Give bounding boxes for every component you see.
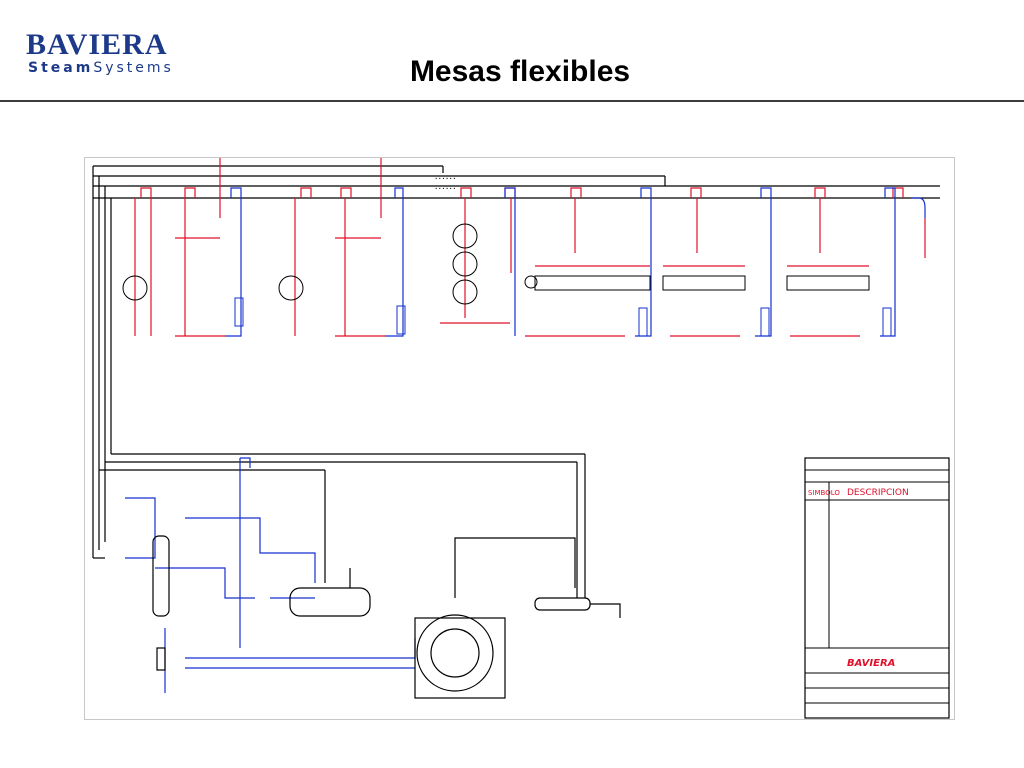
steam-loop-9	[814, 187, 826, 198]
manifold-1	[534, 275, 651, 291]
condensate-pump-line	[155, 567, 255, 599]
condensate-boiler-feed	[185, 638, 416, 659]
trap-symbol-1	[234, 297, 244, 327]
header-tag-2: • • • • • •	[435, 186, 456, 191]
trap-symbol-2	[396, 305, 406, 335]
feed-tank	[156, 647, 166, 671]
page-title: Mesas flexibles	[409, 55, 631, 88]
boiler-furnace	[430, 628, 480, 678]
condensate-loop-1	[225, 187, 242, 337]
steam-loop-5	[460, 187, 472, 198]
baviera-logo: BAVIERA SteamSystems	[26, 30, 186, 78]
tank-symbol-1	[122, 275, 148, 301]
condensate-deaerator-feed	[125, 497, 156, 559]
title-block-symbol-heading: SIMBOLO	[808, 489, 840, 497]
manifold-3	[786, 275, 870, 291]
steam-loop-1	[140, 187, 152, 198]
condensate-lines	[125, 187, 926, 693]
condensate-loop-4	[635, 187, 652, 337]
steam-loop-2	[184, 187, 196, 198]
tank-symbol-2	[278, 275, 304, 301]
title-block: SIMBOLO DESCRIPCION BAVIERA	[804, 457, 950, 719]
steam-risers	[134, 158, 926, 336]
title-block-description-heading: DESCRIPCION	[847, 488, 909, 498]
boiler-drum	[416, 614, 494, 692]
trap-symbol-4	[760, 307, 770, 337]
steam-loop-3	[300, 187, 312, 198]
condensate-loop-6	[880, 187, 896, 337]
logo-tagline-rest: Systems	[93, 60, 174, 76]
title-block-company: BAVIERA	[847, 658, 895, 669]
trap-symbol-5	[882, 307, 892, 337]
vessel-symbol-3	[452, 279, 478, 305]
condensate-tank	[289, 587, 371, 617]
steam-distributor	[534, 597, 591, 611]
distributor-outlet	[590, 603, 621, 618]
steam-system-schematic: • • • • • • • • • • • •	[84, 157, 955, 720]
steam-loop-7	[570, 187, 582, 198]
condensate-loop-3	[504, 187, 516, 336]
logo-wordmark: BAVIERA	[26, 28, 168, 61]
steam-loop-4	[340, 187, 352, 198]
schematic-svg: • • • • • • • • • • • •	[92, 158, 950, 719]
plant-equipment	[152, 535, 621, 699]
steam-loop-10	[892, 187, 904, 198]
main-headers: • • • • • • • • • • • •	[92, 165, 940, 598]
manifold-2	[662, 275, 746, 291]
title-block-frame	[804, 457, 950, 719]
sensor-symbol-1	[524, 275, 538, 289]
deaerator-column	[152, 535, 170, 617]
distribution-manifolds	[175, 237, 869, 337]
condensate-main-tap	[240, 457, 251, 468]
condensate-tank-line	[185, 517, 316, 583]
steam-loop-8	[690, 187, 702, 198]
trap-symbol-3	[638, 307, 648, 337]
boiler-casing	[414, 617, 506, 699]
header-divider	[0, 100, 1024, 102]
logo-tagline-bold: Steam	[28, 60, 94, 76]
logo-tagline: SteamSystems	[28, 60, 174, 76]
branch-equipment	[122, 223, 892, 337]
condensate-loop-2	[385, 187, 404, 337]
steam-loop-6	[504, 187, 516, 198]
vessel-symbol-2	[452, 251, 478, 277]
vessel-symbol-1	[452, 223, 478, 249]
header-tag-1: • • • • • •	[435, 176, 456, 181]
boiler-steam-outlet	[454, 537, 576, 598]
condensate-end	[911, 197, 926, 218]
